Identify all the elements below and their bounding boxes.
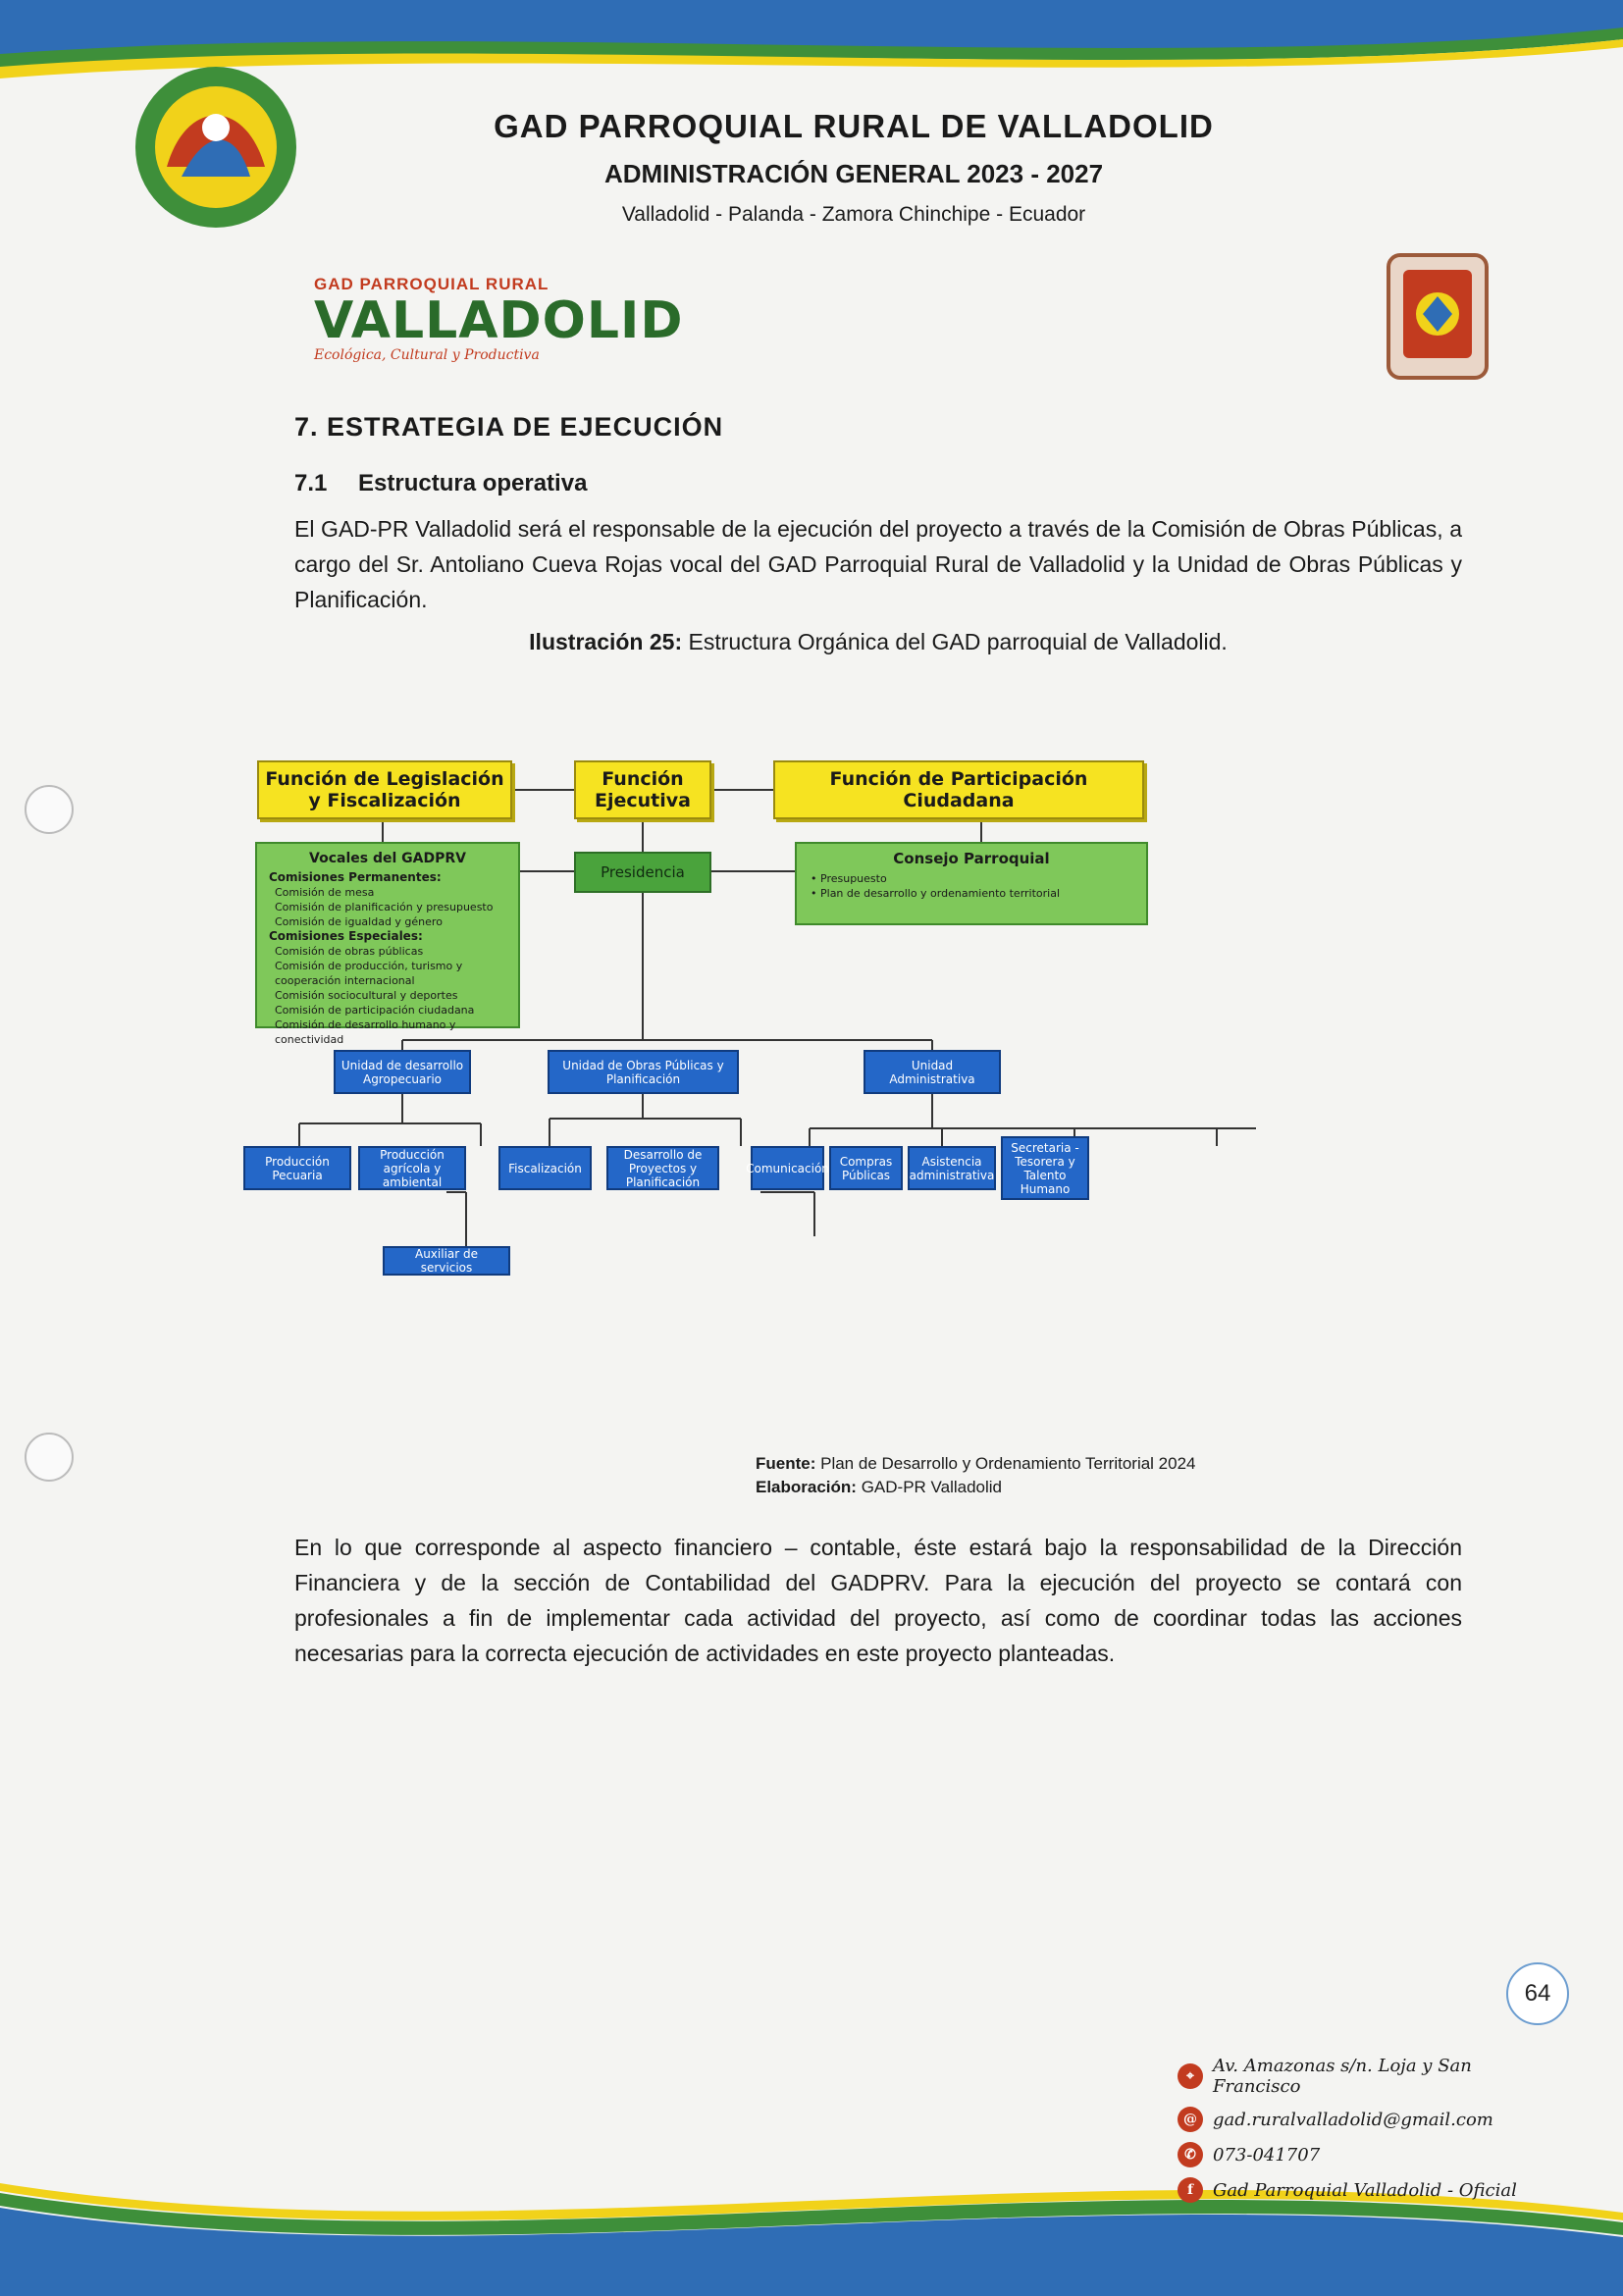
valladolid-logo-emblem	[135, 67, 296, 228]
comision-item: Comisión de igualdad y género	[275, 915, 443, 928]
paragraph-responsibility: El GAD-PR Valladolid será el responsable…	[294, 516, 1462, 612]
contact-address: ⌖ Av. Amazonas s/n. Loja y San Francisco	[1178, 2056, 1531, 2097]
subsection-number: 7.1	[294, 470, 328, 496]
contact-phone: ✆ 073-041707	[1178, 2142, 1531, 2167]
header-titles: GAD PARROQUIAL RURAL DE VALLADOLID ADMIN…	[422, 108, 1285, 227]
paragraph-financial: En lo que corresponde al aspecto financi…	[294, 1535, 1462, 1666]
page-number: 64	[1506, 1962, 1569, 2025]
function-legislation-box: Función de Legislación y Fiscalización	[257, 760, 512, 819]
comision-item: Comisión de participación ciudadana	[275, 1004, 475, 1017]
admin-period: ADMINISTRACIÓN GENERAL 2023 - 2027	[603, 159, 1104, 188]
figure-source: Fuente: Plan de Desarrollo y Ordenamient…	[756, 1452, 1196, 1499]
financial-section: En lo que corresponde al aspecto financi…	[294, 1516, 1462, 1671]
vocales-title: Vocales del GADPRV	[309, 851, 466, 866]
fuente-line: Fuente: Plan de Desarrollo y Ordenamient…	[756, 1454, 1196, 1473]
email-icon: @	[1178, 2107, 1203, 2132]
location-pin-icon: ⌖	[1178, 2063, 1203, 2089]
binder-hole-top	[25, 785, 74, 834]
org-chart: Función de Legislación y Fiscalización F…	[236, 746, 1433, 1433]
page-title: GAD PARROQUIAL RURAL DE VALLADOLID	[494, 108, 1214, 144]
subsection-title: Estructura operativa	[358, 470, 588, 496]
consejo-parroquial-box: Consejo Parroquial • Presupuesto • Plan …	[795, 842, 1148, 925]
unit-agropecuario-box: Unidad de desarrollo Agropecuario	[334, 1050, 471, 1094]
leaf-asistencia-box: Asistencia administrativa	[908, 1146, 996, 1190]
elaboracion-line: Elaboración: GAD-PR Valladolid	[756, 1478, 1002, 1496]
leaf-agricola-box: Producción agrícola y ambiental	[358, 1146, 466, 1190]
leaf-pecuaria-box: Producción Pecuaria	[243, 1146, 351, 1190]
comision-item: Comisión de mesa	[275, 886, 375, 899]
leaf-comunicacion-box: Comunicación	[746, 1146, 829, 1190]
leaf-fiscalizacion-box: Fiscalización	[498, 1146, 592, 1190]
org-chart-connectors	[298, 789, 1256, 1246]
footer-contacts: ⌖ Av. Amazonas s/n. Loja y San Francisco…	[1178, 2056, 1531, 2213]
consejo-item-plan: • Plan de desarrollo y ordenamiento terr…	[811, 887, 1061, 900]
leaf-secretaria-box: Secretaria - Tesorera y Talento Humano	[1001, 1136, 1089, 1200]
comisiones-permanentes-title: Comisiones Permanentes:	[269, 870, 442, 884]
location-line: Valladolid - Palanda - Zamora Chinchipe …	[621, 203, 1086, 226]
consejo-title: Consejo Parroquial	[893, 850, 1050, 867]
leaf-proyectos-box: Desarrollo de Proyectos y Planificación	[606, 1146, 719, 1190]
facebook-icon: f	[1178, 2177, 1203, 2203]
contact-facebook: f Gad Parroquial Valladolid - Oficial	[1178, 2177, 1531, 2203]
auxiliar-box: Auxiliar de servicios	[383, 1246, 510, 1276]
logo-wordmark: GAD PARROQUIAL RURAL VALLADOLID Ecológic…	[314, 275, 684, 363]
comision-item: Comisión de obras públicas	[275, 945, 424, 958]
comision-item: Comisión de producción, turismo y cooper…	[275, 960, 463, 987]
presidencia-box: Presidencia	[574, 852, 711, 893]
unit-admin-box: Unidad Administrativa	[864, 1050, 1001, 1094]
contact-email: @ gad.ruralvalladolid@gmail.com	[1178, 2107, 1531, 2132]
binder-hole-bottom	[25, 1433, 74, 1482]
vocales-box: Vocales del GADPRV Comisiones Permanente…	[255, 842, 520, 1046]
consejo-item-budget: • Presupuesto	[811, 872, 887, 885]
comision-item: Comisión de desarrollo humano y conectiv…	[275, 1018, 456, 1046]
function-participation-box: Función de Participación Ciudadana	[773, 760, 1144, 819]
leaf-compras-box: Compras Públicas	[829, 1146, 903, 1190]
caption-text: Estructura Orgánica del GAD parroquial d…	[682, 629, 1228, 654]
comision-item: Comisión de planificación y presupuesto	[275, 901, 494, 913]
subsection-heading: 7.1 Estructura operativa	[294, 470, 1462, 497]
header-swoosh	[0, 0, 1623, 78]
logo-tagline: Ecológica, Cultural y Productiva	[314, 347, 540, 363]
logo-name-text: VALLADOLID	[314, 291, 684, 350]
logo-gad-text: GAD PARROQUIAL RURAL	[314, 275, 550, 293]
figure-caption: Ilustración 25: Estructura Orgánica del …	[294, 629, 1462, 655]
comisiones-especiales-title: Comisiones Especiales:	[269, 929, 423, 943]
page-header: GAD PARROQUIAL RURAL VALLADOLID Ecológic…	[0, 0, 1623, 380]
comision-item: Comisión sociocultural y deportes	[275, 989, 458, 1002]
phone-icon: ✆	[1178, 2142, 1203, 2167]
section-heading: 7. ESTRATEGIA DE EJECUCIÓN	[294, 412, 724, 442]
coat-of-arms-icon	[1387, 253, 1489, 380]
footer-swoosh	[0, 2183, 1623, 2296]
function-executive-box: Función Ejecutiva	[574, 760, 711, 819]
caption-label: Ilustración 25:	[529, 629, 683, 654]
unit-obras-box: Unidad de Obras Públicas y Planificación	[548, 1050, 739, 1094]
